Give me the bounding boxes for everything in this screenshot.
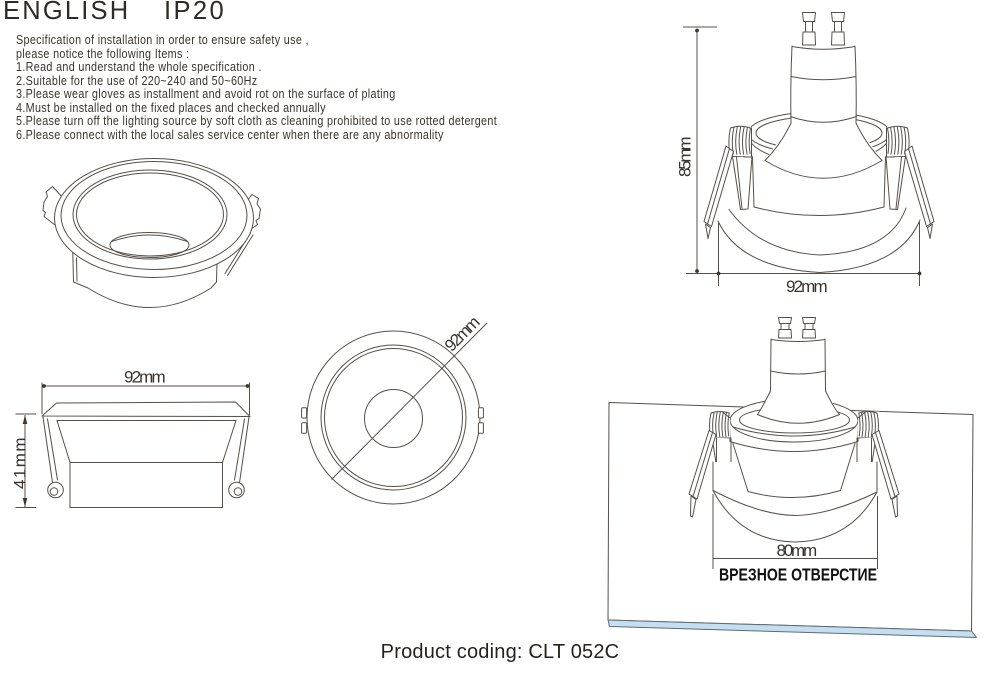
left-clip-top-view	[302, 408, 307, 434]
downlight-side-view: 92mm 41mm	[11, 368, 251, 508]
product-coding: Product coding: CLT 052C	[380, 641, 620, 663]
right-spring-arm	[905, 146, 935, 239]
trim-bowl	[718, 208, 920, 273]
downlight-perspective	[43, 159, 261, 308]
spec-item-2: 2.Suitable for the use of 220~240 and 50…	[16, 72, 258, 88]
reflector-opening	[73, 170, 227, 259]
left-install-arm	[689, 431, 716, 518]
side-section-view-drawing: 92mm 41mm	[11, 368, 280, 520]
top-diameter-label: 92mm	[441, 312, 484, 355]
left-spring-wire	[43, 417, 63, 498]
right-install-coil	[858, 412, 879, 438]
side-width-dimension-92mm: 92mm	[42, 368, 250, 416]
header-ip-rating: IP20	[164, 0, 227, 25]
spec-item-4: 4.Must be installed on the fixed places …	[16, 99, 326, 115]
downlight-front-view: 85mm 92mm	[676, 13, 935, 296]
right-spring-wire	[229, 417, 249, 498]
spec-item-3: 3.Please wear gloves as installment and …	[16, 86, 396, 102]
right-spring-coil	[887, 126, 910, 156]
trim-plate	[42, 402, 250, 421]
spec-item-5: 5.Please turn off the lighting source by…	[16, 113, 498, 129]
downlight-in-panel	[689, 318, 899, 543]
front-width-label: 92mm	[786, 277, 828, 296]
left-bracket-wedge	[733, 156, 753, 210]
downlight-top-view: 92mm	[302, 312, 487, 504]
spec-intro-line-2: please notice the following Items :	[16, 45, 190, 61]
gu10-lamp-install	[758, 337, 840, 423]
side-height-label: 41mm	[11, 437, 30, 489]
cutout-width-label: 80mm	[777, 541, 818, 560]
height-dimension-85mm: 85mm	[676, 27, 718, 274]
page-header: ENGLISH IP20	[0, 0, 600, 30]
right-install-arm	[872, 431, 899, 518]
right-bracket-wedge	[886, 156, 906, 210]
installation-view-drawing: 80mm ВРЕЗНОЕ ОТВЕРСТИЕ	[595, 300, 990, 645]
housing-body-section	[57, 421, 236, 508]
perspective-view-drawing	[30, 148, 270, 324]
lamp-hole	[110, 233, 189, 258]
left-spring-coil	[728, 126, 751, 156]
installation-spec-list: Specification of installation in order t…	[16, 33, 676, 141]
spec-item-6: 6.Please connect with the local sales se…	[16, 126, 444, 142]
diameter-dimension-92mm: 92mm	[332, 312, 488, 479]
top-view-drawing: 92mm	[285, 312, 510, 525]
side-width-label: 92mm	[124, 368, 166, 387]
side-height-dimension-41mm: 41mm	[11, 414, 37, 508]
spec-item-1: 1.Read and understand the whole specific…	[16, 59, 262, 75]
left-bracket-plate	[712, 437, 731, 466]
gu10-pins-install	[779, 318, 816, 339]
header-language: ENGLISH	[3, 0, 131, 25]
cutout-hole-label: ВРЕЗНОЕ ОТВЕРСТИЕ	[719, 565, 877, 585]
panel-edge-strip	[608, 620, 977, 638]
front-height-label: 85mm	[676, 136, 695, 177]
left-spring-arm	[704, 146, 734, 239]
left-install-coil	[709, 412, 730, 438]
spec-intro-line-1: Specification of installation in order t…	[16, 32, 309, 47]
cutout-dimension-80mm: 80mm ВРЕЗНОЕ ОТВЕРСТИЕ	[713, 494, 878, 585]
width-dimension-92mm: 92mm	[686, 222, 922, 296]
front-view-drawing: 85mm 92mm	[676, 5, 965, 296]
gu10-pins	[803, 13, 845, 46]
right-clip-top-view	[478, 408, 483, 434]
gu10-lamp	[765, 43, 882, 179]
